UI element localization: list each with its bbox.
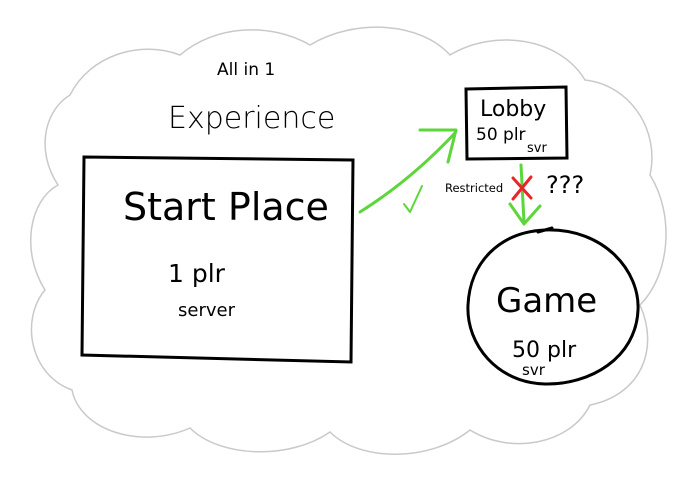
game-circle-overlap <box>536 226 554 234</box>
header-line1: All in 1 <box>217 60 275 80</box>
cross-icon <box>511 175 533 201</box>
arrow-start-to-lobby-head <box>418 128 458 164</box>
checkmark-icon <box>403 185 423 213</box>
arrow-lobby-to-game <box>519 163 526 224</box>
question-text: ??? <box>546 171 584 199</box>
game-circle <box>466 228 640 386</box>
game-players: 50 plr <box>512 338 577 363</box>
arrow-start-to-lobby <box>358 131 457 214</box>
lobby-box <box>464 85 569 161</box>
start-place-box <box>80 155 355 364</box>
lobby-title: Lobby <box>480 97 546 122</box>
game-title: Game <box>496 281 597 321</box>
arrow-lobby-to-game-head <box>508 202 542 226</box>
cloud-outline <box>29 26 667 455</box>
start-place-players: 1 plr <box>168 259 226 288</box>
lobby-unit: svr <box>527 141 547 156</box>
lobby-players: 50 plr <box>476 125 526 145</box>
restricted-label: Restricted <box>445 181 503 195</box>
game-unit: svr <box>522 361 546 379</box>
start-place-unit: server <box>178 300 236 321</box>
header-line2: Experience <box>168 101 335 136</box>
start-place-title: Start Place <box>123 185 329 229</box>
